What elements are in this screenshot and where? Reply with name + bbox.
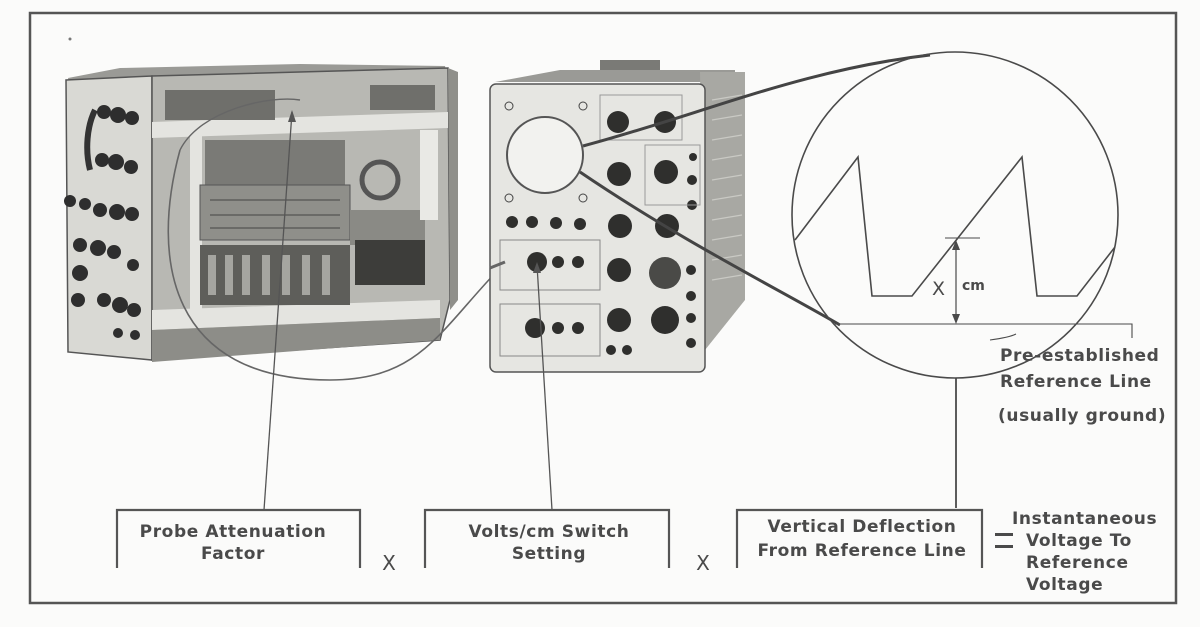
reference-line-callout: Pre-established Reference Line (usually … bbox=[998, 346, 1166, 426]
equation-term-volts-cm: Volts/cm Switch Setting bbox=[423, 508, 671, 568]
term-probe-line2: Factor bbox=[201, 544, 265, 564]
zoom-line-top bbox=[582, 53, 931, 148]
result-line4: Voltage bbox=[1026, 575, 1103, 595]
right-oscilloscope-illustration bbox=[489, 60, 745, 373]
result-line1: Instantaneous bbox=[1012, 509, 1157, 529]
equation-term-probe-attenuation: Probe Attenuation Factor bbox=[115, 508, 362, 568]
connector-probe bbox=[263, 111, 293, 511]
left-scope-front-panel bbox=[65, 75, 153, 361]
operator-multiply-1: X bbox=[382, 551, 396, 575]
operator-equals bbox=[995, 533, 1013, 548]
reference-callout-line1: Pre-established bbox=[1000, 346, 1159, 366]
reference-callout-line2: Reference Line bbox=[1000, 372, 1152, 392]
magnified-crt-display: X cm bbox=[579, 51, 1133, 508]
reference-line bbox=[835, 323, 1133, 338]
connector-volts bbox=[536, 264, 553, 511]
sawtooth-waveform bbox=[794, 154, 1116, 297]
term-deflection-line2: From Reference Line bbox=[758, 541, 967, 561]
right-scope-side bbox=[700, 72, 745, 350]
specks bbox=[68, 37, 72, 41]
crt-screen bbox=[506, 116, 584, 194]
term-probe-line1: Probe Attenuation bbox=[140, 522, 327, 542]
measurement-unit: cm bbox=[962, 278, 985, 294]
left-oscilloscope-illustration bbox=[64, 64, 501, 381]
operator-multiply-2: X bbox=[696, 551, 710, 575]
equation-result: Instantaneous Voltage To Reference Volta… bbox=[1012, 509, 1157, 595]
reference-callout-line3: (usually ground) bbox=[998, 406, 1166, 426]
magnified-screen-circle bbox=[791, 51, 1119, 379]
zoom-line-bottom bbox=[579, 170, 841, 327]
figure-frame bbox=[28, 11, 1178, 605]
term-volts-line1: Volts/cm Switch bbox=[469, 522, 630, 542]
probe-cable bbox=[167, 149, 501, 381]
equation-term-vertical-deflection: Vertical Deflection From Reference Line bbox=[735, 508, 984, 568]
term-deflection-line1: Vertical Deflection bbox=[768, 517, 957, 537]
measurement-symbol: X bbox=[932, 278, 945, 300]
result-line2: Voltage To bbox=[1026, 531, 1132, 551]
result-line3: Reference bbox=[1026, 553, 1129, 573]
term-volts-line2: Setting bbox=[512, 544, 586, 564]
